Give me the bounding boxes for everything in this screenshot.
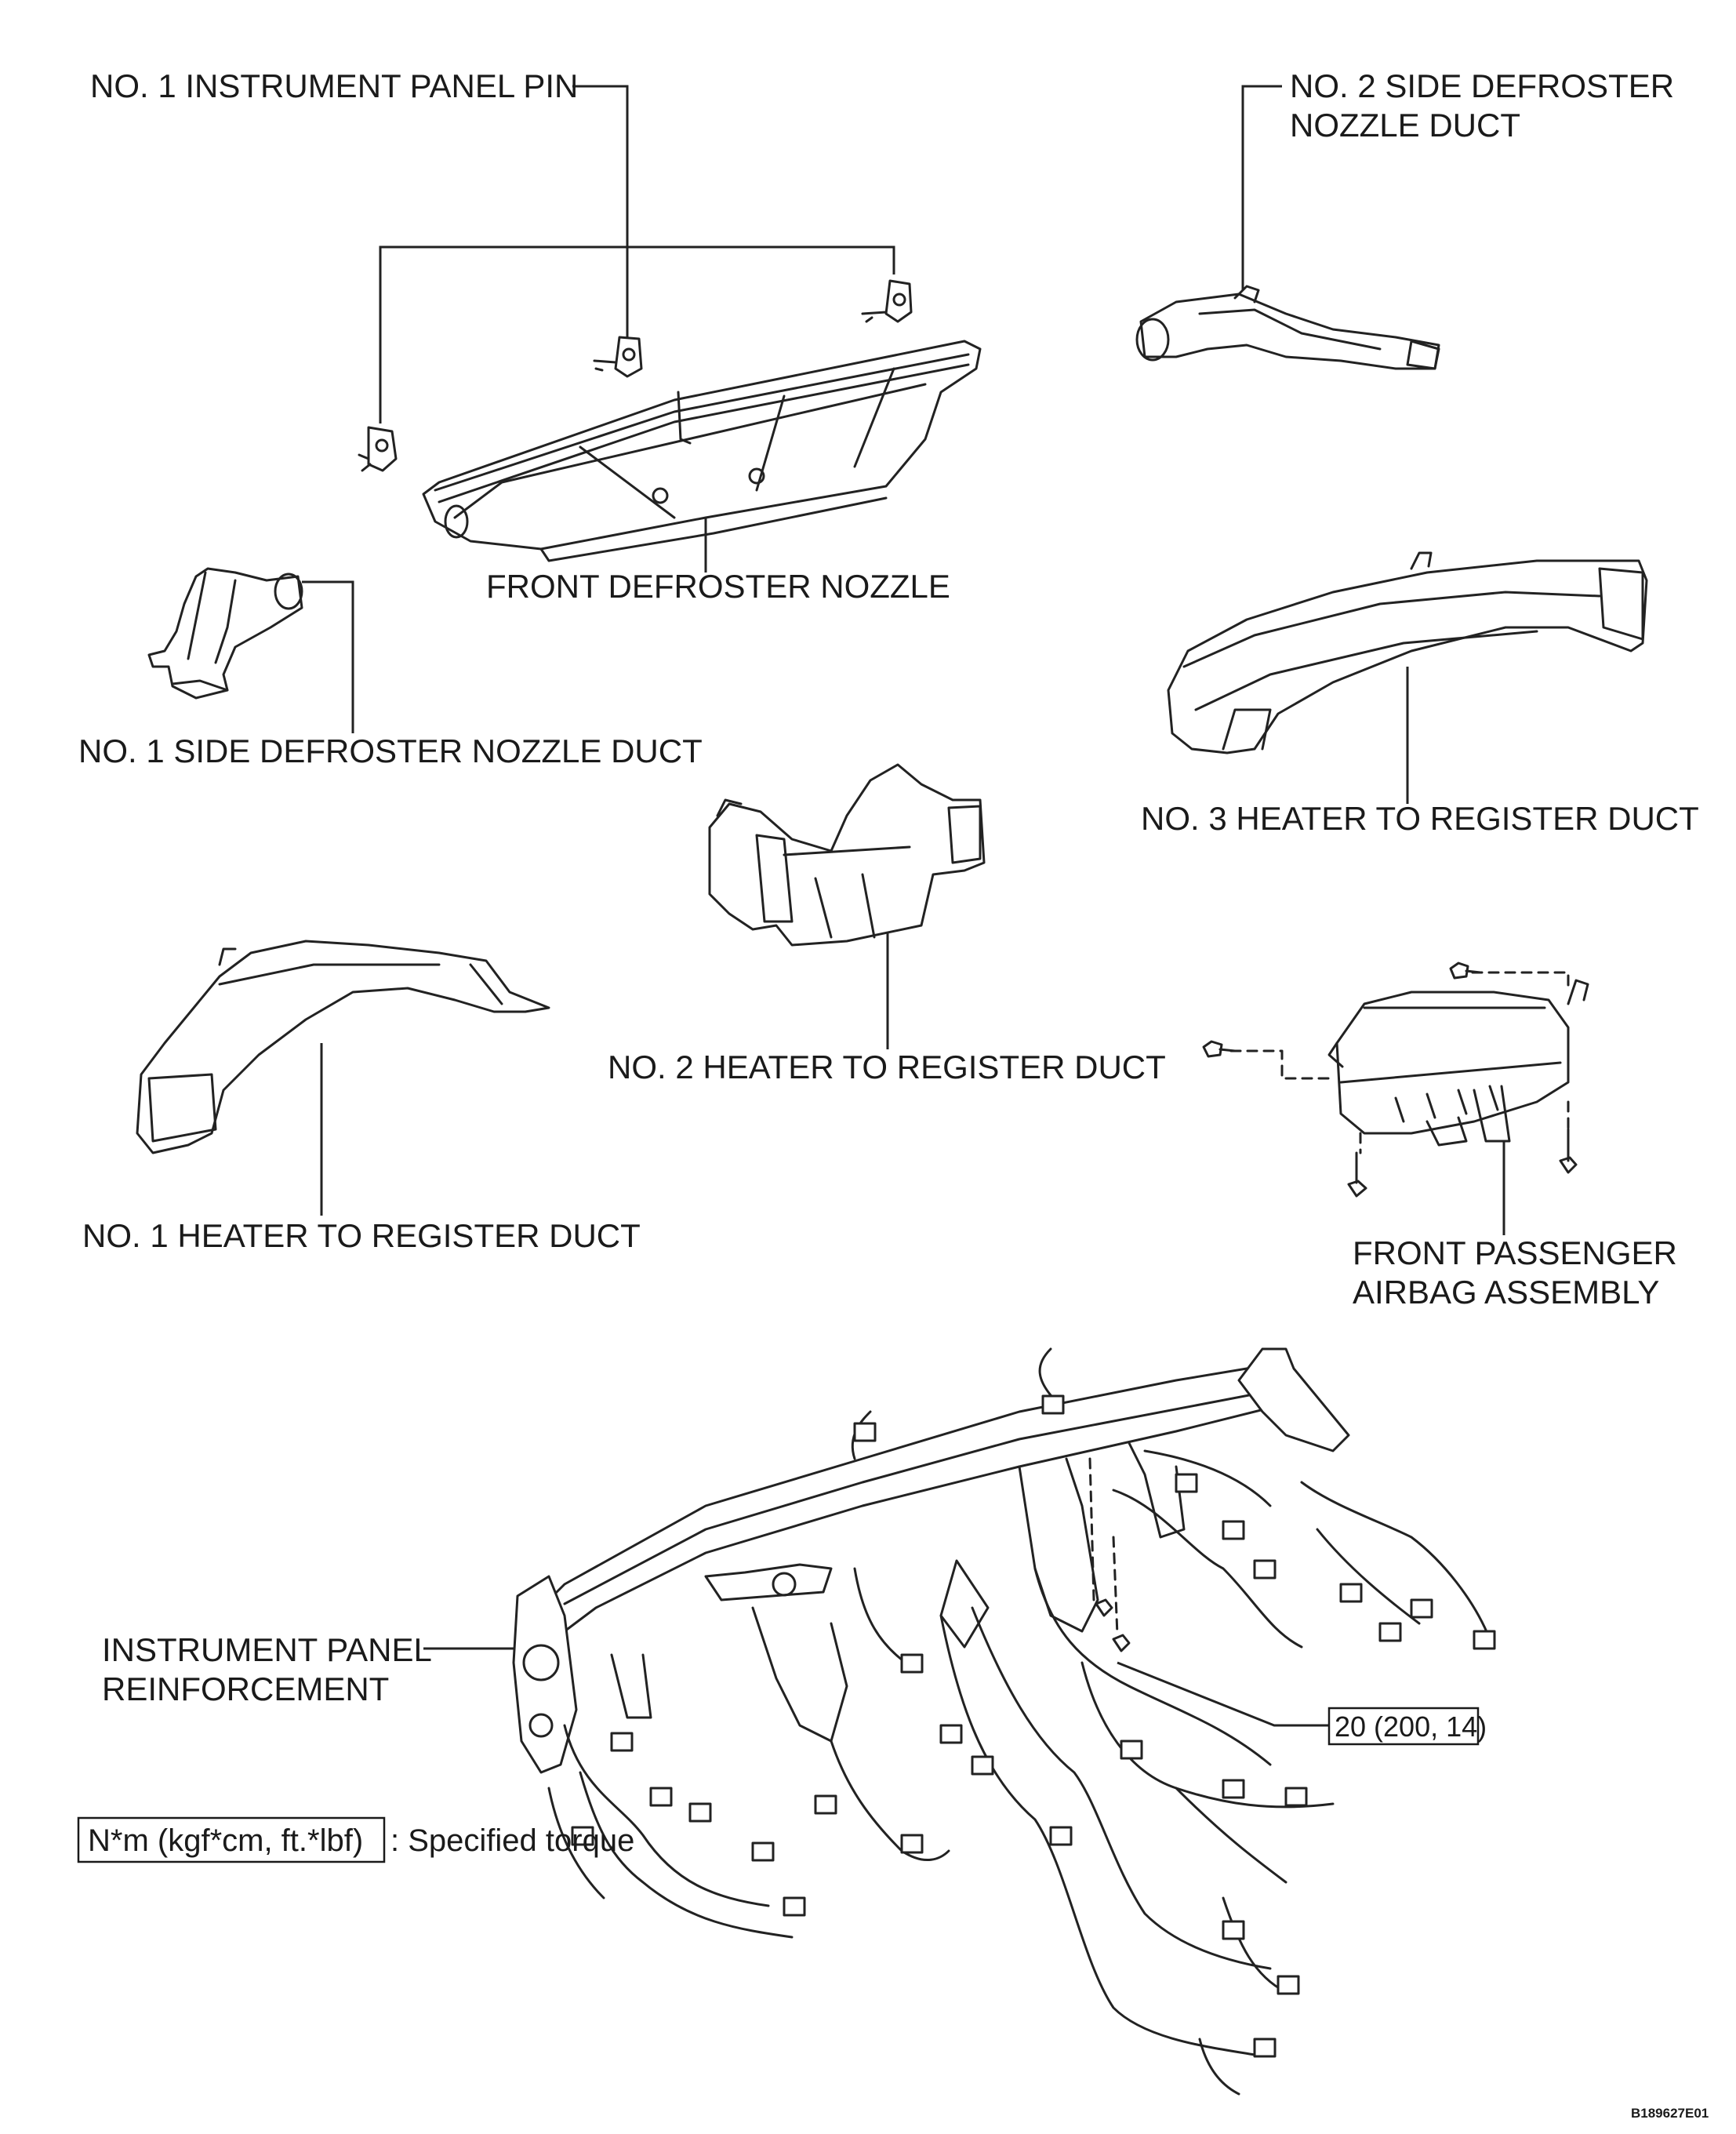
- legend-box: [77, 1816, 386, 1863]
- label-front-defroster-nozzle: FRONT DEFROSTER NOZZLE: [486, 568, 950, 605]
- label-side-duct-2-line2: NOZZLE DUCT: [1290, 107, 1520, 144]
- label-reinforcement-line2: REINFORCEMENT: [102, 1670, 389, 1707]
- instrument-panel-pin-part: [358, 279, 913, 472]
- label-heater-duct-1: NO. 1 HEATER TO REGISTER DUCT: [82, 1217, 641, 1254]
- label-instrument-panel-pin: NO. 1 INSTRUMENT PANEL PIN: [90, 67, 578, 104]
- leader-torque: [1117, 1661, 1329, 1727]
- heater-register-duct-2-part: [708, 763, 986, 947]
- heater-register-duct-3-part: [1167, 551, 1648, 754]
- leader-side-duct-2: [1241, 85, 1282, 290]
- legend-box-text: N*m (kgf*cm, ft.*lbf): [88, 1823, 363, 1858]
- heater-register-duct-1-part: [136, 940, 550, 1154]
- label-side-duct-2-line1: NO. 2 SIDE DEFROSTER: [1290, 67, 1674, 104]
- label-airbag-line1: FRONT PASSENGER: [1353, 1234, 1677, 1271]
- leader-pin: [572, 85, 629, 337]
- label-heater-duct-3: NO. 3 HEATER TO REGISTER DUCT: [1141, 800, 1699, 837]
- figure-code: B189627E01: [1631, 2106, 1709, 2121]
- legend-description: : Specified torque: [390, 1823, 634, 1858]
- label-airbag-line2: AIRBAG ASSEMBLY: [1353, 1274, 1659, 1311]
- leader-lines: [302, 85, 1505, 1727]
- side-defroster-duct-1-part: [147, 567, 303, 700]
- label-side-duct-1: NO. 1 SIDE DEFROSTER NOZZLE DUCT: [78, 733, 703, 769]
- leader-pin-bracket: [379, 245, 895, 424]
- side-defroster-duct-2-part: [1135, 285, 1440, 370]
- leader-side-duct-1: [302, 580, 354, 733]
- torque-value: 20 (200, 14): [1335, 1710, 1487, 1743]
- diagram-labels: NO. 1 INSTRUMENT PANEL PIN NO. 2 SIDE DE…: [77, 67, 1709, 2121]
- label-heater-duct-2: NO. 2 HEATER TO REGISTER DUCT: [608, 1049, 1166, 1085]
- label-reinforcement-line1: INSTRUMENT PANEL: [102, 1631, 432, 1668]
- front-defroster-nozzle-part: [422, 340, 982, 562]
- instrument-panel-reinforcement-part: [512, 1347, 1496, 2096]
- torque-value-box: [1327, 1707, 1480, 1746]
- passenger-airbag-part: [1202, 962, 1589, 1198]
